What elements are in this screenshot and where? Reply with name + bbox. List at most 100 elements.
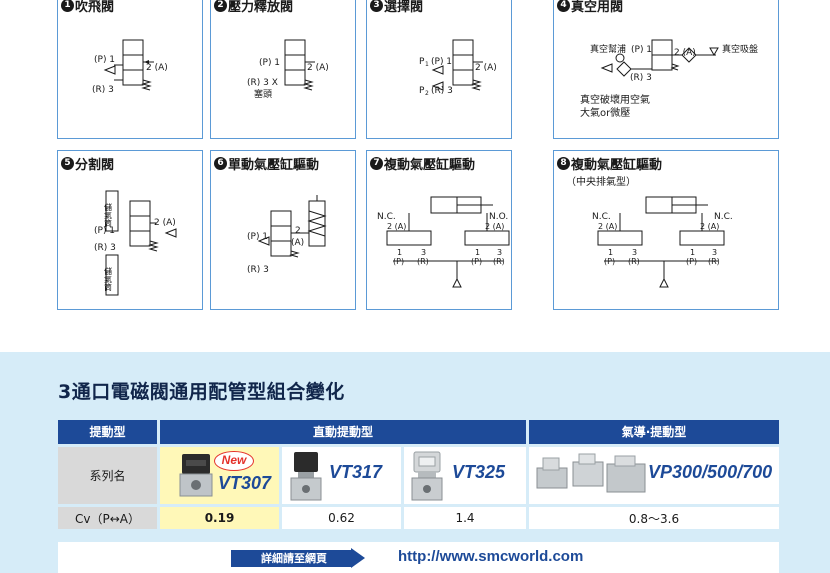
port-label-1: 1 [690, 248, 695, 257]
port-label-p1: (P) 1 [259, 58, 280, 68]
details-button[interactable]: 詳細請至網頁 [231, 550, 351, 567]
port-label-3: 3 [712, 248, 717, 257]
card-title-text: 複動氣壓缸驅動 [384, 158, 476, 173]
port-label-2a: 2 (A) [307, 63, 329, 73]
website-link-bar: 詳細請至網頁 http://www.smcworld.com [58, 542, 779, 573]
port-label-3: 3 [632, 248, 637, 257]
cv-vt317: 0.62 [282, 507, 401, 529]
vp-series-photo-icon [536, 453, 646, 493]
port-label-p1: (P) 1 [94, 226, 115, 236]
card-title-text: 選擇閥 [384, 0, 424, 15]
port-label-2a: 2 (A) [387, 222, 406, 231]
port-label-2a: 2 (A) [485, 222, 504, 231]
section-title: 3通口電磁閥通用配管型組合變化 [58, 381, 345, 403]
port-label-r3x: (R) 3 X [247, 78, 278, 88]
port-label-r: (R) [628, 257, 640, 266]
cv-vt325: 1.4 [404, 507, 526, 529]
port-label-1: 1 [475, 248, 480, 257]
no-label: N.O. [489, 212, 508, 222]
port-label-2a: 2 (A) [146, 63, 168, 73]
card-title-text: 分割閥 [75, 158, 115, 173]
card-title-text: 單動氣壓缸驅動 [228, 158, 320, 173]
port-label-p: (P) [686, 257, 697, 266]
website-link[interactable]: http://www.smcworld.com [398, 548, 584, 565]
port-label-3: 3 [421, 248, 426, 257]
vacuum-note-line1: 真空破壞用空氣 [580, 93, 650, 106]
product-vt317[interactable]: VT317 [282, 447, 401, 504]
cv-value: 0.62 [328, 511, 355, 525]
valve-symbol-relief: (P) 1 2 (A) (R) 3 X 塞頭 [247, 39, 329, 100]
port-label-3: 3 [497, 248, 502, 257]
cv-vp-series: 0.8〜3.6 [529, 507, 779, 529]
product-vt325[interactable]: VT325 [404, 447, 526, 504]
valve-symbol-blow: (P) 1 2 (A) (R) 3 [92, 39, 168, 95]
port-label-p1: (P) 1 [94, 55, 115, 65]
port-label-p1: (P) 1 [431, 57, 452, 67]
card-number: 8 [557, 157, 570, 170]
valve-symbol-single-acting: (P) 1 2 (A) (R) 3 [247, 195, 327, 275]
card-title-text: 壓力釋放閥 [228, 0, 294, 15]
cv-vt307: 0.19 [160, 507, 279, 529]
port-label-sub: 2 [425, 90, 429, 97]
cv-value: 1.4 [455, 511, 475, 525]
arrow-right-icon [351, 548, 365, 568]
tank-label: 儲氣筒 [104, 202, 113, 228]
valve-symbol-selector: P 1 (P) 1 2 (A) P 2 (R) 3 [419, 39, 497, 97]
card-number: 3 [370, 0, 383, 12]
cv-value: 0.19 [204, 511, 235, 525]
vt317-photo-icon [290, 452, 322, 501]
valve-symbol-center-exhaust: N.C. N.C. 2 (A) 2 (A) 1 3 (P) (R) 1 3 (P… [592, 196, 733, 288]
card-number: 5 [61, 157, 74, 170]
vacuum-pump-label: 真空幫浦 [590, 43, 626, 55]
vacuum-pad-label: 真空吸盤 [722, 43, 758, 55]
valve-symbol-divider: 儲氣筒 儲氣筒 (P) 1 2 (A) (R) 3 [94, 190, 177, 296]
header-poppet-type: 提動型 [58, 420, 157, 444]
card-number: 1 [61, 0, 74, 12]
port-label-a: (A) [291, 238, 304, 248]
card-title-text: 複動氣壓缸驅動 [571, 158, 663, 173]
port-label-2a: 2 (A) [154, 218, 176, 228]
port-label-p: (P) [604, 257, 615, 266]
port-label-r: (R) [417, 257, 429, 266]
product-vt307[interactable]: New VT307 [160, 447, 279, 504]
port-label-p1: (P) 1 [631, 45, 652, 55]
port-label-2a: 2 (A) [700, 222, 719, 231]
valve-symbol-double-acting: N.C. N.O. 2 (A) 2 (A) 1 3 (P) (R) 1 3 (P… [377, 196, 510, 288]
card-title-text: 吹飛閥 [75, 0, 115, 15]
port-label-1: 1 [397, 248, 402, 257]
card-title-text: 真空用閥 [571, 0, 624, 15]
vt307-photo-icon [179, 454, 213, 497]
port-label-r: (R) [708, 257, 720, 266]
product-vp300-500-700[interactable]: VP300/500/700 [529, 447, 779, 504]
valve-symbol-vacuum: 真空幫浦 (P) 1 2 (A) 真空吸盤 (R) 3 真空破壞用空氣 大氣or… [580, 39, 758, 119]
vacuum-note-line2: 大氣or微壓 [580, 106, 630, 119]
vt325-photo-icon [411, 451, 443, 501]
product-variations-section: 3通口電磁閥通用配管型組合變化 提動型 直動提動型 氣導·提動型 系列名 New… [0, 352, 830, 573]
port-label-2a: 2 (A) [475, 63, 497, 73]
product-name: VP300/500/700 [648, 462, 773, 482]
header-direct-poppet: 直動提動型 [160, 420, 526, 444]
cv-label: Cv（P↔A） [58, 507, 157, 529]
new-badge: New [214, 451, 254, 471]
port-label-r3: (R) 3 [94, 243, 116, 253]
nc-label: N.C. [714, 212, 733, 222]
product-name: VT307 [218, 473, 272, 493]
nc-label: N.C. [377, 212, 396, 222]
card-number: 4 [557, 0, 570, 12]
card-subtitle: （中央排氣型） [566, 177, 636, 188]
